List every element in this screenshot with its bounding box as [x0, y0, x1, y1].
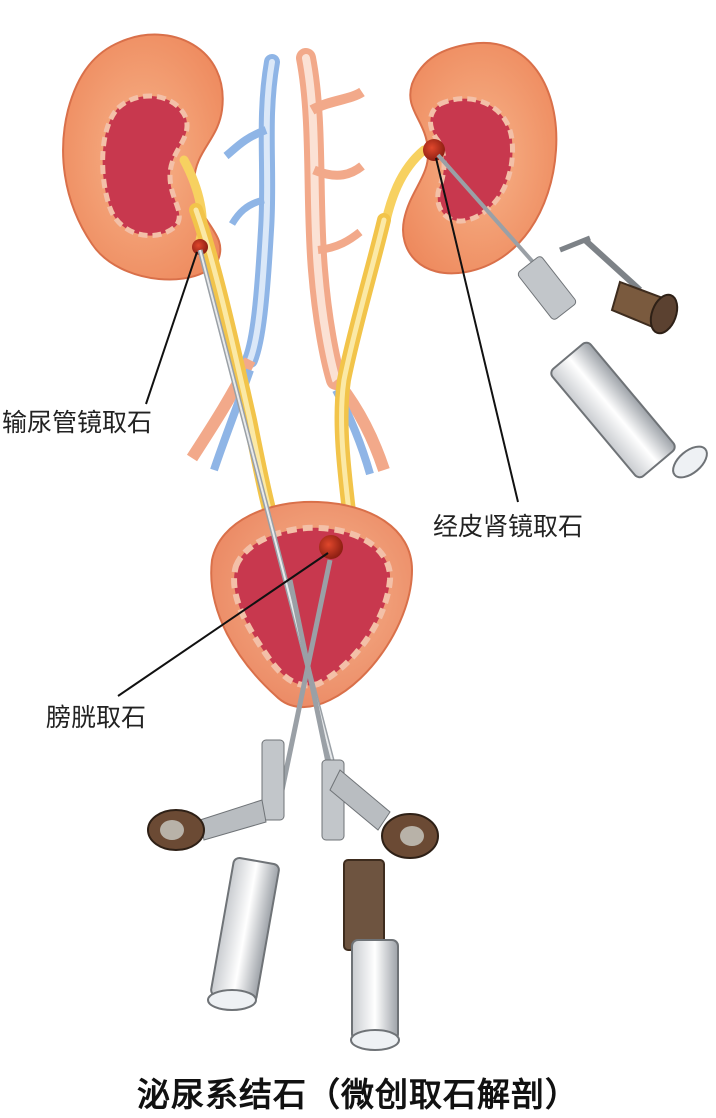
leader-line-ureteroscopy	[145, 251, 198, 405]
ureter-stone	[192, 239, 208, 255]
nephroscope	[436, 153, 708, 479]
ureters	[189, 203, 391, 527]
right-kidney	[379, 41, 558, 275]
bladder	[210, 500, 414, 708]
figure-caption: 泌尿系结石（微创取石解剖）	[137, 1075, 579, 1114]
cystoscope-left	[147, 559, 333, 1011]
bladder-stone	[319, 535, 343, 559]
label-bladder: 膀胱取石	[46, 703, 147, 732]
label-ureteroscopy: 输尿管镜取石	[2, 408, 153, 437]
label-pcnl: 经皮肾镜取石	[433, 512, 584, 541]
left-kidney	[62, 33, 224, 281]
great-vessels	[186, 48, 390, 476]
leader-line-bladder	[117, 552, 329, 697]
cystoscope-right	[287, 579, 439, 1051]
leader-line-pcnl	[435, 157, 519, 503]
